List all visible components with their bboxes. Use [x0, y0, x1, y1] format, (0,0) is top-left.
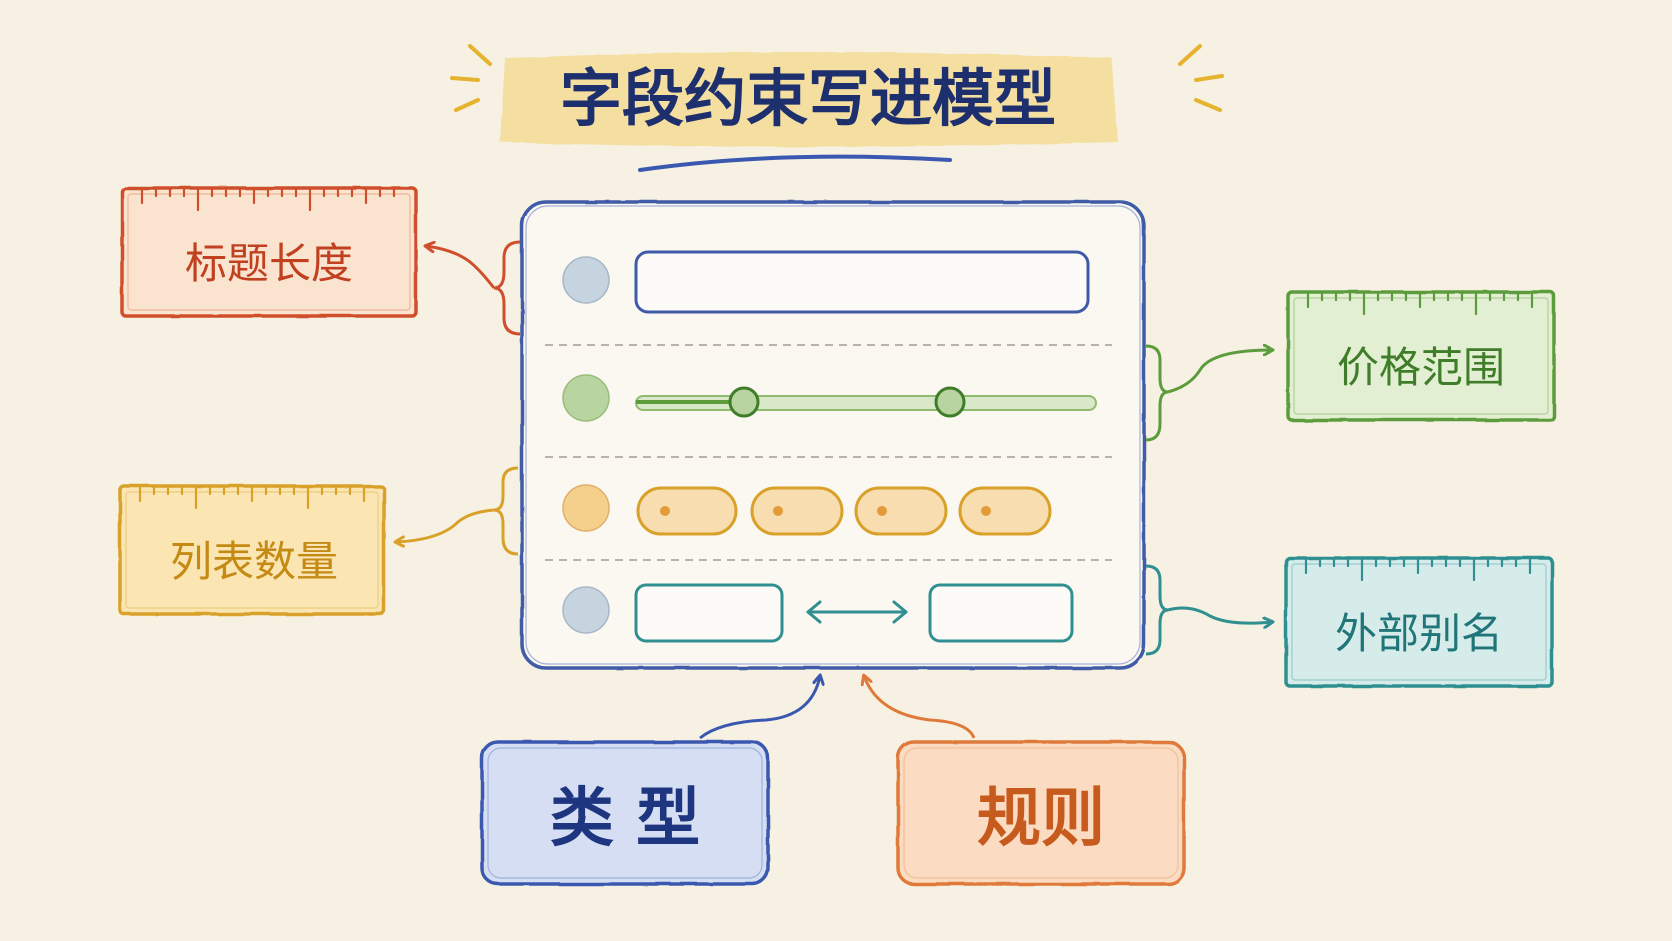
- connector-rule-source: [864, 676, 976, 739]
- source-rule-label: 规则: [977, 782, 1105, 856]
- title-highlight: [500, 52, 1118, 147]
- brace-left: [493, 466, 519, 556]
- arrow-from-type: [699, 676, 820, 740]
- ruler-ticks: [1304, 556, 1532, 582]
- list-pill-dot: [981, 506, 991, 516]
- label-title-length: 标题长度: [185, 239, 353, 288]
- ruler-ticks: [1306, 290, 1534, 316]
- sparkle-left-icon: [450, 44, 492, 112]
- slider-handle-min: [728, 386, 760, 418]
- ruler-title-length: 标题长度: [120, 186, 418, 318]
- alias-box-right: [928, 583, 1074, 643]
- page-title: 字段约束写进模型: [560, 62, 1056, 135]
- row-bullet: [562, 484, 610, 532]
- list-pill-dot: [773, 506, 783, 516]
- arrow-to-title-length: [426, 246, 496, 289]
- label-external-alias: 外部别名: [1335, 609, 1503, 658]
- ruler-list-count: 列表数量: [118, 484, 386, 616]
- list-pill: [854, 486, 948, 536]
- text-input-shape: [634, 250, 1090, 314]
- arrow-to-list-count: [396, 508, 495, 542]
- list-pill: [750, 486, 844, 536]
- label-list-count: 列表数量: [170, 537, 338, 586]
- list-pill-dot: [660, 506, 670, 516]
- list-pill-dot: [877, 506, 887, 516]
- row-bullet: [562, 586, 610, 634]
- ruler-ticks: [140, 186, 396, 212]
- model-card: [520, 200, 1146, 670]
- connector-type-source: [699, 676, 820, 740]
- connector-external-alias: [1145, 564, 1272, 656]
- label-price-range: 价格范围: [1337, 343, 1505, 392]
- list-pill: [636, 486, 738, 536]
- row-text-field: [562, 250, 1090, 314]
- row-range-slider: [562, 374, 1097, 422]
- brace-right: [1145, 564, 1169, 656]
- brace-left: [493, 240, 521, 336]
- ruler-external-alias: 外部别名: [1284, 556, 1554, 688]
- connector-title-length: [426, 240, 521, 336]
- row-pill-list: [562, 484, 1052, 536]
- list-pill: [958, 486, 1052, 536]
- arrow-from-rule: [864, 676, 976, 739]
- arrow-to-price-range: [1167, 350, 1272, 394]
- brace-right: [1145, 344, 1169, 442]
- slider-handle-max: [934, 386, 966, 418]
- ruler-price-range: 价格范围: [1286, 290, 1556, 422]
- connector-list-count: [396, 466, 519, 556]
- sparkle-right-icon: [1178, 44, 1224, 112]
- source-type-box: 类 型: [480, 740, 770, 886]
- title-underline: [638, 154, 952, 172]
- row-alias-mapping: [562, 583, 1074, 643]
- alias-box-left: [634, 583, 784, 643]
- arrow-to-external-alias: [1167, 606, 1272, 623]
- ruler-ticks: [138, 484, 366, 510]
- row-bullet: [562, 256, 610, 304]
- source-rule-box: 规则: [896, 740, 1186, 886]
- title-group: 字段约束写进模型: [450, 44, 1224, 172]
- row-bullet: [562, 374, 610, 422]
- connector-price-range: [1145, 344, 1272, 442]
- source-type-label: 类 型: [550, 782, 700, 856]
- double-arrow-icon: [806, 600, 908, 624]
